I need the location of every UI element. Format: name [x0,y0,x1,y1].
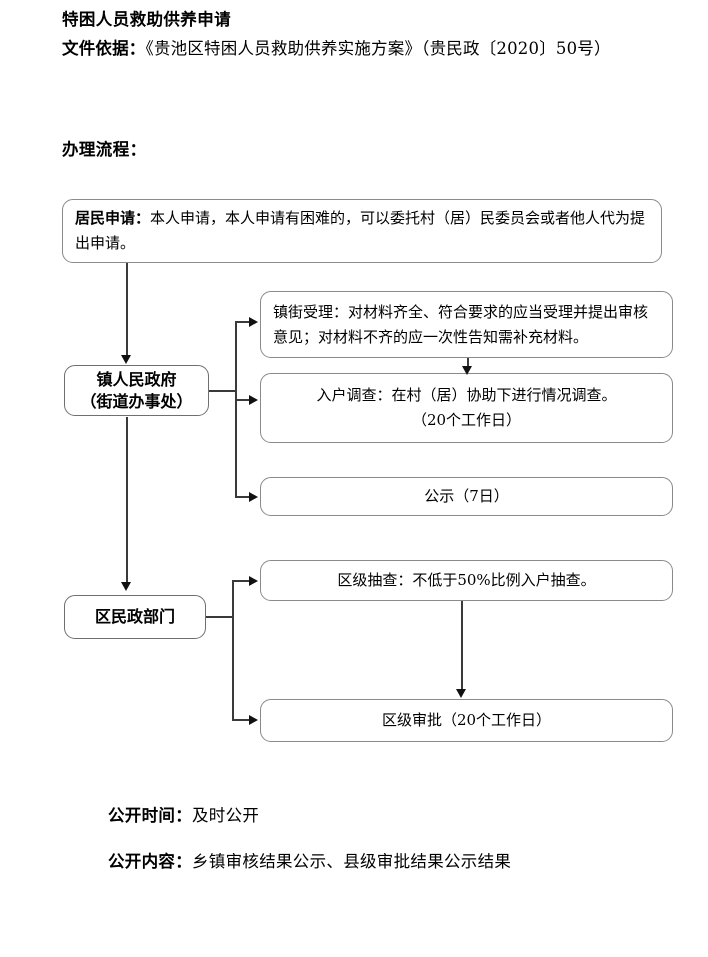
connector-township-to-civil-affairs [126,417,128,584]
arrowhead-down-to-civil-affairs [121,582,131,591]
connector-township-stem [209,390,237,392]
arrowhead-right-to-publicity [249,492,258,502]
flow-node-household-survey: 入户调查：在村（居）协助下进行情况调查。 （20个工作日） [260,373,673,443]
connector-district-branch-spot-check [232,580,251,582]
connector-apply-to-township [126,263,128,357]
township-line-1: 镇人民政府 [96,369,177,389]
connector-spot-check-to-approval [461,601,463,693]
arrowhead-down-to-approval [456,689,466,698]
household-survey-line-1: 入户调查：在村（居）协助下进行情况调查。 [316,386,617,404]
flow-node-resident-apply: 居民申请：本人申请，本人申请有困难的，可以委托村（居）民委员会或者他人代为提出申… [62,199,662,263]
publicity-text: 公示（7日） [424,487,509,505]
disclosure-time-label: 公开时间： [108,806,192,825]
connector-civil-affairs-stem [206,616,234,618]
disclosure-content-row: 公开内容：乡镇审核结果公示、县级审批结果公示结果 [108,849,511,875]
township-line-2: （街道办事处） [80,391,193,411]
district-spot-check-text: 区级抽查：不低于50%比例入户抽查。 [337,571,596,589]
connector-township-branch-publicity [235,496,251,498]
disclosure-content-value: 乡镇审核结果公示、县级审批结果公示结果 [192,852,512,871]
arrowhead-down-to-household-survey [462,366,472,375]
flow-node-district-approval: 区级审批（20个工作日） [260,699,673,742]
resident-apply-text: 本人申请，本人申请有困难的，可以委托村（居）民委员会或者他人代为提出申请。 [75,209,646,252]
connector-township-bus [235,321,237,498]
district-approval-text: 区级审批（20个工作日） [381,711,552,729]
arrowhead-right-to-spot-check [249,576,258,586]
resident-apply-label: 居民申请： [75,209,151,227]
connector-district-bus [232,580,234,721]
household-survey-line-2: （20个工作日） [411,411,522,429]
disclosure-time-row: 公开时间：及时公开 [108,803,259,829]
flow-heading: 办理流程： [62,140,147,159]
document-basis: 文件依据：《贵池区特困人员救助供养实施方案》（贵民政〔2020〕50号） [62,36,662,62]
connector-township-branch-acceptance [235,321,251,323]
connector-township-branch-household [235,399,251,401]
flow-node-township-acceptance: 镇街受理：对材料齐全、符合要求的应当受理并提出审核意见；对材料不齐的应一次性告知… [260,291,673,358]
flow-node-township-government: 镇人民政府 （街道办事处） [64,365,209,416]
disclosure-time-value: 及时公开 [192,806,260,825]
connector-district-branch-approval [232,719,251,721]
basis-label: 文件依据： [62,39,146,58]
arrowhead-right-to-approval [249,715,258,725]
arrowhead-right-to-acceptance [249,317,258,327]
district-civil-affairs-text: 区民政部门 [94,607,175,626]
connector-acceptance-to-household [467,358,469,370]
basis-value: 《贵池区特困人员救助供养实施方案》（贵民政〔2020〕50号） [145,39,611,58]
arrowhead-down-to-township [121,355,131,364]
arrowhead-right-to-household-survey [249,395,258,405]
disclosure-content-label: 公开内容： [108,852,192,871]
flow-node-publicity: 公示（7日） [260,477,673,516]
page-title: 特困人员救助供养申请 [62,10,231,29]
township-acceptance-text: 镇街受理：对材料齐全、符合要求的应当受理并提出审核意见；对材料不齐的应一次性告知… [273,302,649,346]
flow-node-district-spot-check: 区级抽查：不低于50%比例入户抽查。 [260,560,673,601]
flow-node-district-civil-affairs: 区民政部门 [64,595,206,639]
